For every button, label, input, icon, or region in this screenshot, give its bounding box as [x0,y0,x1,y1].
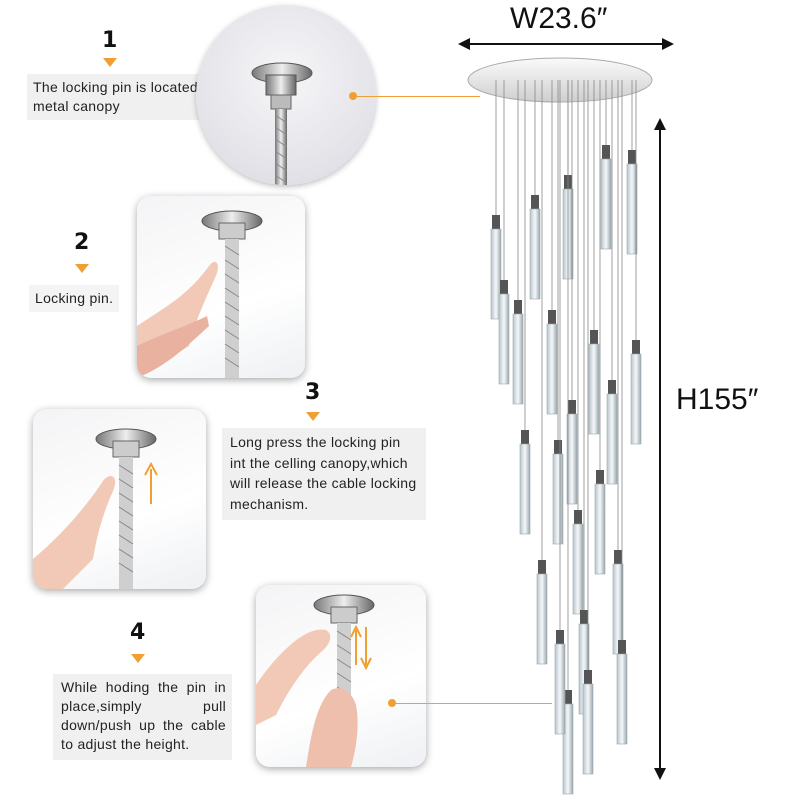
pendant-cap [618,640,626,654]
step-1-leader-dot [349,92,357,100]
pendant-crystal-tube [630,353,642,445]
step-2-caption: Locking pin. [29,285,120,312]
step-2-arrow-icon [75,264,89,273]
pendant-cap [538,560,546,574]
pendant-cap [596,470,604,484]
width-label: W23.6″ [510,2,608,35]
pendant-cap [521,430,529,444]
step-3-arrow-icon [306,412,320,421]
pendant-cap [590,330,598,344]
pendant-crystal-tube [498,293,510,385]
locking-pin-photo [137,196,305,378]
pendant-cap [564,690,572,704]
step-2-number: 2 [74,230,90,255]
step-3-number: 3 [305,380,321,405]
pendant-crystal-tube [562,703,574,795]
finger-pin-illustration [137,210,263,378]
pendant-cap [531,195,539,209]
pendant-crystal-tube [490,228,502,320]
step-4-leader-dot [388,699,396,707]
press-pin-illustration [33,428,158,589]
pendant-cap [602,145,610,159]
step-1-leader-line [354,96,480,97]
canopy-pin-illustration [251,62,313,185]
step-4-arrow-icon [131,654,145,663]
pendant-cap [608,380,616,394]
step-4-caption: While hoding the pin in place,simply pul… [53,674,232,760]
pendant-crystal-tube [546,323,558,415]
pendant-cap [568,400,576,414]
adjust-height-photo [256,585,426,767]
pendant-crystal-tube [552,453,564,545]
long-press-photo [33,409,206,589]
pendant-cap [554,440,562,454]
pendant-cap [632,340,640,354]
step-4-number: 4 [130,620,146,645]
pendant-cap [548,310,556,324]
pendant-crystal-tube [600,158,612,250]
pendant-cap [574,510,582,524]
pendant-crystal-tube [594,483,606,575]
height-arrow-icon [654,118,666,780]
height-label: H155″ [676,383,759,416]
pendant-crystal-tube [519,443,531,535]
pendant-crystal-tube [572,523,584,615]
pull-cable-illustration [256,594,375,767]
pendant-cap [556,630,564,644]
pendant-crystal-tube [566,413,578,505]
pendant-crystal-tube [536,573,548,665]
step-1-arrow-icon [103,58,117,67]
step-3-caption: Long press the locking pin int the celli… [222,428,426,520]
pendant-cap [628,150,636,164]
width-arrow-icon [458,38,674,50]
pendant-crystal-tube [529,208,541,300]
step-1-number: 1 [102,28,118,53]
pendant-crystal-tube [554,643,566,735]
pendant-cap [514,300,522,314]
pendant-crystal-tube [582,683,594,775]
pendant-crystal-tube [616,653,628,745]
pendant-crystal-tube [626,163,638,255]
pendant-cap [614,550,622,564]
pendant-cap [500,280,508,294]
pendant-cap [584,670,592,684]
pendant-crystal-tube [512,313,524,405]
pendant-crystal-tube [606,393,618,485]
pendant-cap [492,215,500,229]
chandelier-product-image [467,57,653,795]
pendant-crystal-tube [588,343,600,435]
pendant-cap [580,610,588,624]
canopy-closeup-photo [196,5,376,185]
step-4-leader-line [392,703,552,704]
